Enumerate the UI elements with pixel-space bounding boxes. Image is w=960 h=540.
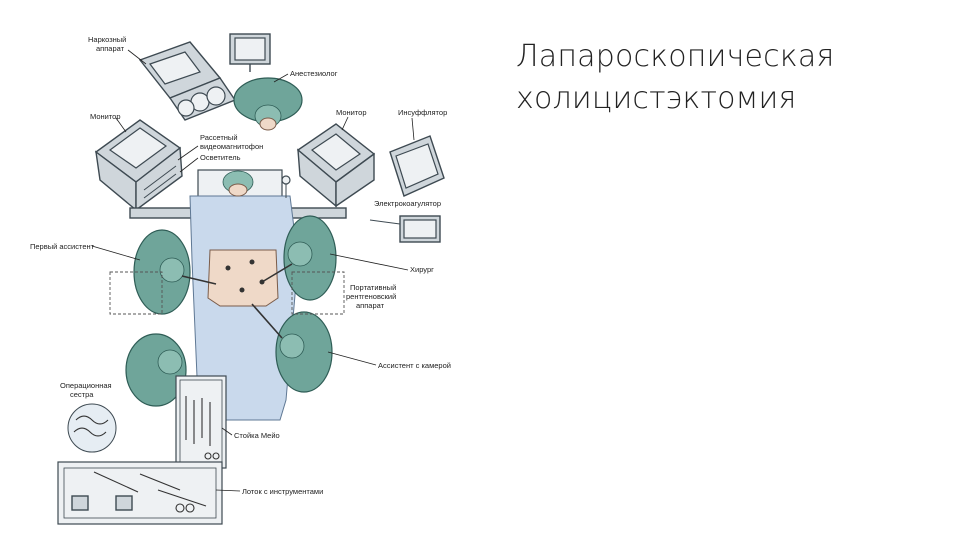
label-anesthesia-machine-1: Наркозный <box>88 35 126 44</box>
anesthesiologist-figure <box>233 77 303 131</box>
label-electrocoagulator: Электрокоагулятор <box>374 199 441 208</box>
label-mayo-stand: Стойка Мейо <box>234 431 280 440</box>
label-monitor-right: Монитор <box>336 108 367 117</box>
sponge-pile <box>67 403 117 453</box>
slide-title: Лапароскопическая холицистэктомия <box>516 36 936 120</box>
patient-head <box>222 170 254 197</box>
insufflator-device <box>389 135 445 197</box>
label-illuminator: Осветитель <box>200 153 241 162</box>
label-xray-3: аппарат <box>356 301 385 310</box>
label-scrub-nurse-1: Операционная <box>60 381 112 390</box>
label-insufflator: Инсуффлятор <box>398 108 447 117</box>
portable-xray-outline <box>109 271 163 315</box>
label-monitor-left: Монитор <box>90 112 121 121</box>
label-vcr-2: видеомагнитофон <box>200 142 263 151</box>
surgeon-figure <box>261 215 337 301</box>
electrocoagulator-device <box>369 215 441 243</box>
label-scrub-nurse-2: сестра <box>70 390 94 399</box>
anesthesia-display <box>229 33 271 72</box>
label-instrument-tray: Лоток с инструментами <box>242 487 323 496</box>
camera-assistant-figure <box>251 303 333 393</box>
instrument-tray <box>57 461 223 525</box>
portable-xray-outline-right <box>291 271 345 315</box>
label-anesthesia-machine-2: аппарат <box>96 44 125 53</box>
label-surgeon: Хирург <box>410 265 434 274</box>
label-vcr-1: Рассетный <box>200 133 238 142</box>
monitor-tower-right <box>296 123 376 208</box>
operating-table <box>129 169 347 421</box>
label-camera-assistant: Ассистент с камерой <box>378 361 451 370</box>
monitor-tower-left <box>94 119 183 212</box>
anesthesia-machine <box>138 41 237 121</box>
label-anesthesiologist: Анестезиолог <box>290 69 338 78</box>
label-xray-1: Портативный <box>350 283 396 292</box>
iv-pole <box>281 175 291 198</box>
operating-room-diagram: Наркозный аппарат Анестезиолог Монитор Р… <box>30 33 451 525</box>
title-line-2: холицистэктомия <box>516 81 797 116</box>
label-xray-2: рентгеновский <box>346 292 396 301</box>
mayo-stand <box>175 375 227 469</box>
scrub-nurse-figure <box>125 333 187 407</box>
label-first-assistant: Первый ассистент <box>30 242 95 251</box>
title-line-1: Лапароскопическая <box>516 39 835 74</box>
